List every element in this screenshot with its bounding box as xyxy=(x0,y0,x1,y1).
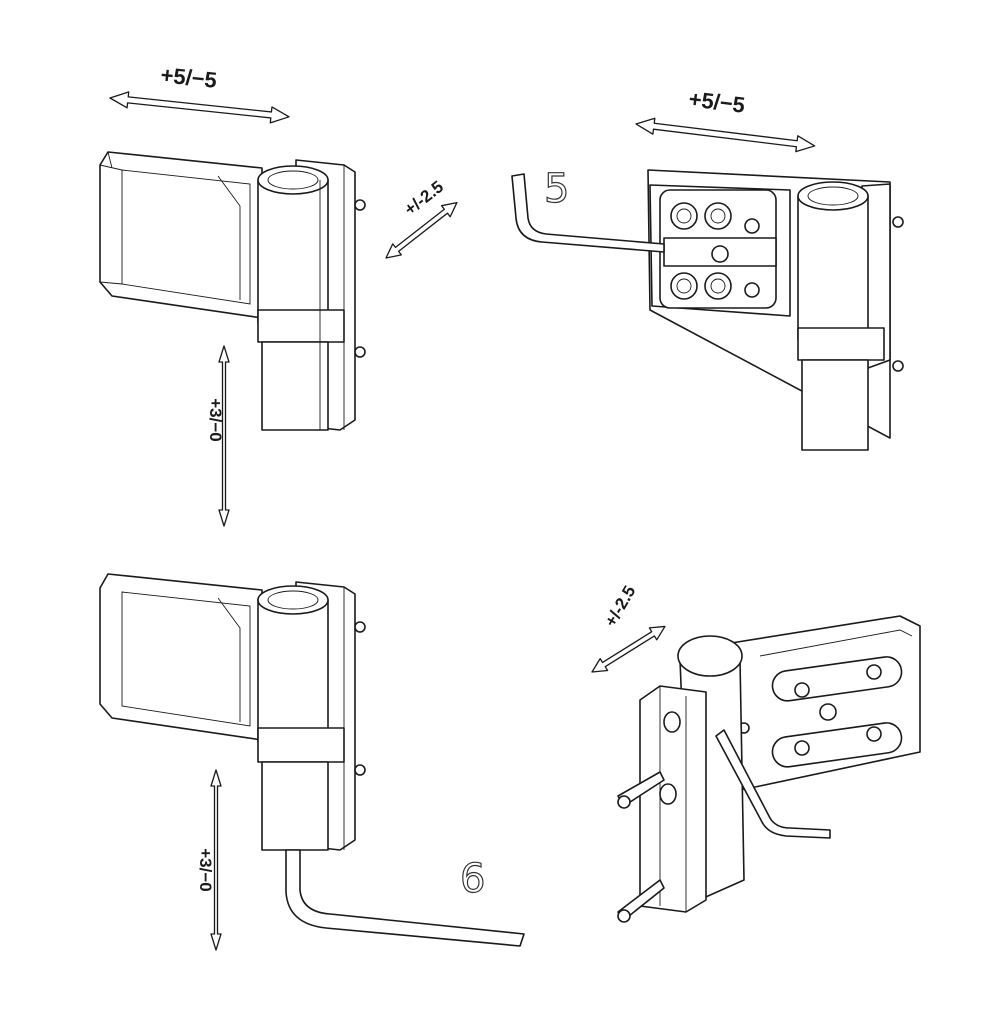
depth-adjust-label: +/-2.5 xyxy=(601,582,639,630)
depth-adjust-arrow xyxy=(591,625,666,673)
depth-adjust-arrow xyxy=(385,201,458,259)
horizontal-adjust-arrow xyxy=(108,89,291,126)
vertical-adjust-label: +3/−0 xyxy=(206,398,225,442)
horizontal-adjust-arrow xyxy=(634,115,817,155)
step-number: 6 xyxy=(460,856,485,902)
horizontal-adjust-label: +5/−5 xyxy=(159,62,218,93)
hinge-bottom-right: +/-2.5 xyxy=(591,582,921,923)
hinge-bottom-left: +3/−0 6 xyxy=(99,573,525,951)
vertical-adjust-label: +3/−0 xyxy=(196,848,215,892)
step-number: 5 xyxy=(544,166,569,212)
hinge-top-left: +5/−5 +/-2.5 +3/−0 xyxy=(99,62,458,527)
hinge-top-right: +5/−5 5 xyxy=(511,86,904,451)
horizontal-adjust-label: +5/−5 xyxy=(687,86,746,118)
